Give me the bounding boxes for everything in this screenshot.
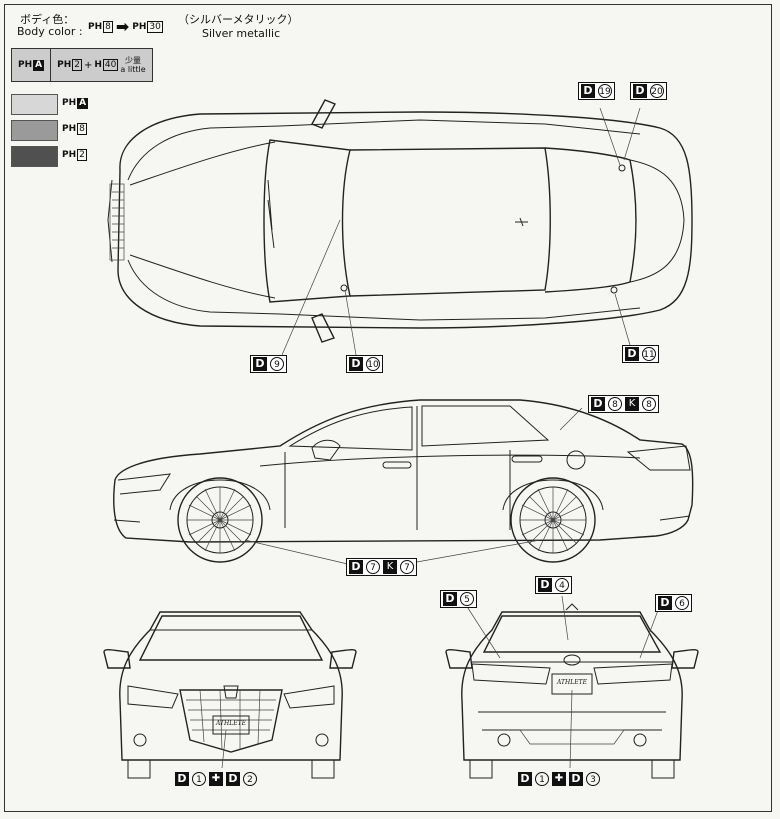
- body-color-label-en: Body color :: [17, 25, 83, 38]
- part-number: 8: [608, 397, 622, 411]
- decal-letter: D: [443, 592, 457, 606]
- part-number: 1: [192, 772, 206, 786]
- part-number: 4: [555, 578, 569, 592]
- swatch-code: 2: [77, 149, 87, 161]
- swatch-code: A: [77, 98, 89, 109]
- h-prefix: H: [94, 60, 102, 70]
- decal-letter: D: [253, 357, 267, 371]
- ph-prefix: PH: [18, 60, 33, 70]
- decal-letter: D: [625, 347, 639, 361]
- body-color-label-jp: ボディ色：: [20, 13, 75, 26]
- bowtie-icon: K: [625, 397, 639, 411]
- part-number: 20: [650, 84, 664, 98]
- swatch-a: [11, 94, 58, 115]
- decal-letter: D: [349, 357, 363, 371]
- part-number: 3: [586, 772, 600, 786]
- front-plate-text: ATHLETE: [216, 720, 246, 727]
- cross-icon: ✚: [552, 772, 566, 786]
- decal-letter: D: [581, 84, 595, 98]
- decal-letter: D: [591, 397, 605, 411]
- swatch-code: 8: [77, 123, 87, 135]
- part-number: 10: [366, 357, 380, 371]
- color-name-en: Silver metallic: [202, 27, 281, 40]
- mix-code-a: 2: [72, 59, 82, 71]
- part-number: 11: [642, 347, 656, 361]
- mix-table: PH A PH 2 + H 40 少量 a little: [11, 48, 153, 82]
- color-to-code: 30: [147, 20, 163, 33]
- little-en: a little: [120, 65, 146, 74]
- a-little-note: 少量 a little: [120, 56, 145, 74]
- mix-left-cell: PH A: [12, 49, 52, 81]
- mix-right-cell: PH 2 + H 40 少量 a little: [51, 49, 152, 81]
- ph-prefix: PH: [62, 98, 77, 108]
- part-number: 9: [270, 357, 284, 371]
- ph-prefix: PH: [132, 21, 147, 32]
- top-view: [107, 99, 693, 356]
- plus-sign: +: [83, 59, 93, 71]
- side-view: [113, 399, 694, 566]
- part-number: 8: [642, 397, 656, 411]
- part-number: 1: [535, 772, 549, 786]
- color-from-code: 8: [103, 20, 113, 33]
- part-number: 7: [400, 560, 414, 574]
- part-number: 7: [366, 560, 380, 574]
- decal-letter: D: [569, 772, 583, 786]
- decal-letter: D: [658, 596, 672, 610]
- decal-letter: D: [633, 84, 647, 98]
- part-number: 19: [598, 84, 612, 98]
- swatch-8: [11, 120, 58, 141]
- bowtie-icon: K: [383, 560, 397, 574]
- rear-plate-text: ATHLETE: [557, 679, 587, 686]
- swatch-2: [11, 146, 58, 167]
- decal-letter: D: [226, 772, 240, 786]
- arrow-right-icon: ➡: [115, 17, 130, 36]
- cross-icon: ✚: [209, 772, 223, 786]
- drawing-frame: [4, 4, 772, 812]
- color-name-jp: （シルバーメタリック）: [178, 13, 299, 26]
- part-number: 2: [243, 772, 257, 786]
- decal-letter: D: [518, 772, 532, 786]
- decal-letter: D: [175, 772, 189, 786]
- little-jp: 少量: [125, 56, 142, 65]
- mix-left-code: A: [33, 59, 45, 71]
- part-number: 5: [460, 592, 474, 606]
- mix-code-b: 40: [102, 59, 119, 71]
- ph-prefix: PH: [88, 21, 103, 32]
- decal-letter: D: [538, 578, 552, 592]
- front-view: [103, 611, 357, 779]
- ph-prefix: PH: [62, 150, 77, 160]
- ph-prefix: PH: [62, 124, 77, 134]
- decal-letter: D: [349, 560, 363, 574]
- body-color-spec: PH 8 ➡ PH 30: [88, 17, 163, 36]
- part-number: 6: [675, 596, 689, 610]
- ph-prefix: PH: [57, 60, 72, 70]
- rear-view: [445, 595, 699, 779]
